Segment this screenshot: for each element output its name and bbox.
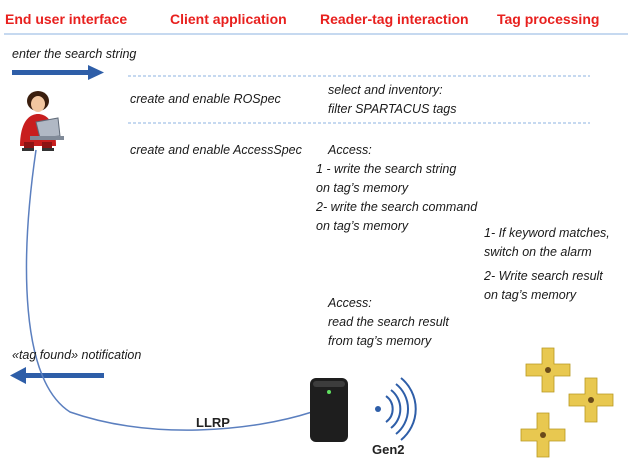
reader-device-icon — [310, 378, 348, 442]
arrow-left-icon — [10, 367, 104, 384]
llrp-label: LLRP — [196, 415, 230, 430]
tag-icon — [520, 412, 566, 458]
tag-icon — [568, 377, 614, 423]
tag-write-result-line-2: on tag’s memory — [484, 288, 577, 302]
header-tag-processing: Tag processing — [497, 11, 600, 27]
tag-icon — [525, 347, 571, 393]
radio-waves-icon — [375, 377, 417, 441]
access-read-title: Access: — [328, 296, 372, 310]
create-rospec-label: create and enable ROSpec — [130, 92, 281, 106]
header-client-application: Client application — [170, 11, 287, 27]
access-title: Access: — [328, 143, 372, 157]
write-search-command-line-1: 2- write the search command — [316, 200, 478, 214]
arrow-right-icon — [12, 65, 104, 80]
tag-write-result-line-1: 2- Write search result — [484, 269, 603, 283]
select-inventory-line-2: filter SPARTACUS tags — [328, 102, 457, 116]
header-end-user-interface: End user interface — [5, 11, 128, 27]
user-icon — [20, 91, 64, 151]
llrp-connection-line — [25, 149, 313, 431]
select-inventory-line-1: select and inventory: — [328, 83, 443, 97]
create-accessspec-label: create and enable AccessSpec — [130, 143, 302, 157]
read-search-result-line-2: from tag’s memory — [328, 334, 432, 348]
read-search-result-line-1: read the search result — [328, 315, 449, 329]
tag-found-notification-label: «tag found» notification — [12, 348, 142, 362]
write-search-command-line-2: on tag’s memory — [316, 219, 409, 233]
tag-keyword-match-line-1: 1- If keyword matches, — [484, 226, 610, 240]
tag-keyword-match-line-2: switch on the alarm — [484, 245, 592, 259]
header-reader-tag-interaction: Reader-tag interaction — [320, 11, 469, 27]
gen2-label: Gen2 — [372, 442, 405, 457]
enter-search-string-label: enter the search string — [12, 47, 137, 61]
write-search-string-line-1: 1 - write the search string — [316, 162, 457, 176]
write-search-string-line-2: on tag’s memory — [316, 181, 409, 195]
